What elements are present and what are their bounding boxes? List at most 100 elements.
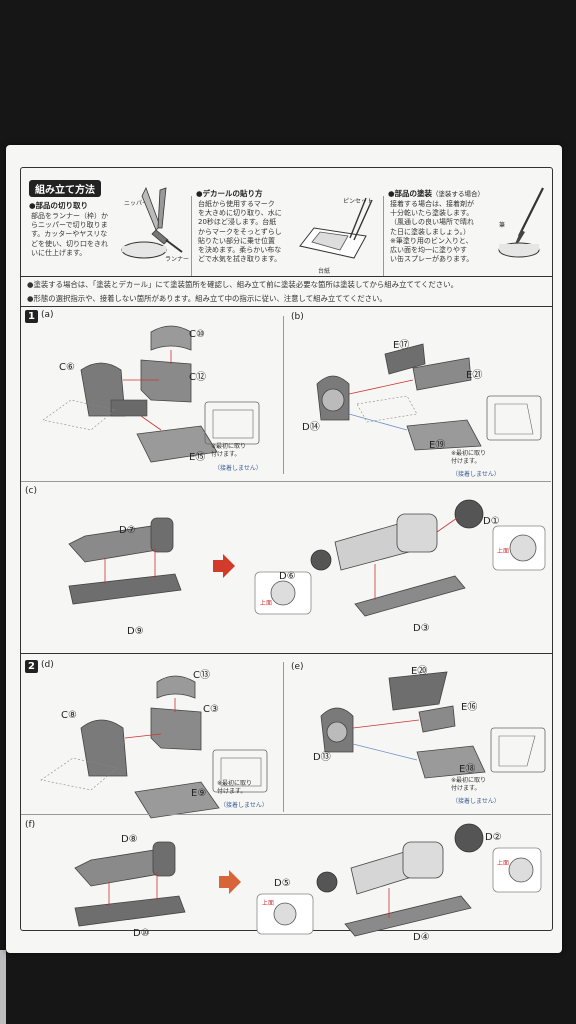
- part-D13: D⑬: [313, 752, 331, 763]
- panel-a-note-blue: （接着しません）: [214, 465, 262, 472]
- part-E17: E⑰: [393, 340, 410, 351]
- note-line: ※最初に取り: [211, 443, 247, 450]
- part-E19: E⑲: [429, 440, 446, 451]
- part-D10: D⑩: [133, 928, 150, 939]
- page-frame: 組み立て方法 ●部品の切り取り 部品をランナー（枠）か らニッパーで切り取りま …: [20, 167, 553, 943]
- decal-line: 20秒ほど浸します。台紙: [198, 218, 277, 227]
- note-line: ※最初に取り: [451, 777, 487, 784]
- divider: [383, 196, 384, 276]
- divider: [21, 814, 551, 815]
- painting-note: ●塗装する場合は、「塗装とデカール」にて塗装箇所を確認し、組み立て前に塗装必要な…: [27, 280, 458, 289]
- brush-label: 筆: [499, 222, 506, 229]
- painting-heading: ●部品の塗装（塗装する場合）: [388, 188, 484, 199]
- part-E15: E⑮: [189, 452, 206, 463]
- decal-line: 台紙から使用するマーク: [198, 200, 275, 208]
- part-C12: C⑫: [189, 372, 206, 383]
- top-label-f-right: 上面: [497, 860, 510, 867]
- note-line: ※最初に取り: [217, 780, 253, 787]
- part-C13: C⑬: [193, 670, 210, 681]
- form-note: ●形態の選択指示や、接着しない箇所があります。組み立て中の指示に従い、注意して組…: [27, 294, 387, 303]
- nipper-illustration: [121, 186, 183, 259]
- painting-heading-text: ●部品の塗装: [388, 189, 433, 198]
- decal-line: からマークをそっとずらし: [198, 227, 282, 236]
- panel-b-note: ※最初に取り 付けます。: [451, 450, 486, 466]
- runner-label: ランナー: [165, 256, 190, 263]
- top-label-f-left: 上面: [262, 900, 275, 907]
- painting-text: 接着する場合は、接着剤が 十分乾いたら塗装します。 （風通しの良い場所で晴れ た…: [390, 200, 474, 264]
- step-1-number: 1: [25, 310, 38, 323]
- adjacent-page-edge: [0, 950, 6, 1024]
- cutting-line: す。カッターやヤスリな: [31, 230, 108, 239]
- part-D4: D④: [413, 932, 430, 943]
- decal-line: を大きめに切り取り、水に: [198, 209, 282, 218]
- part-D1: D①: [483, 516, 500, 527]
- assembly-method-title: 組み立て方法: [29, 180, 101, 197]
- decal-heading: ●デカールの貼り方: [196, 189, 263, 198]
- nipper-label: ニッパー: [124, 200, 149, 207]
- panel-c-id: (c): [25, 486, 37, 496]
- painting-line: 十分乾いたら塗装します。: [390, 209, 474, 218]
- part-E16: E⑯: [461, 702, 478, 713]
- part-C10: C⑩: [189, 329, 205, 340]
- part-E20: E⑳: [411, 666, 428, 677]
- part-C8: C⑧: [61, 710, 77, 721]
- note-line: 付けます。: [451, 785, 481, 792]
- panel-e-diagram: [320, 671, 546, 779]
- divider: [283, 662, 284, 812]
- part-D7: D⑦: [119, 525, 136, 536]
- panel-e-note: ※最初に取り 付けます。: [451, 777, 486, 793]
- decal-line: 貼りたい部分に乗せ位置: [198, 236, 275, 245]
- part-D2: D②: [485, 832, 502, 843]
- panel-e-id: (e): [291, 662, 304, 672]
- panel-a-diagram: [42, 325, 260, 463]
- part-D3: D③: [413, 623, 430, 634]
- top-label-c-left: 上面: [260, 600, 273, 607]
- backing-label: 台紙: [318, 268, 331, 275]
- painting-line: （風通しの良い場所で晴れ: [390, 218, 474, 227]
- section-rule: [21, 306, 552, 307]
- painting-line: ※筆塗り用のビン入りと、: [390, 236, 473, 245]
- painting-line: い缶スプレーがあります。: [390, 255, 474, 264]
- decal-line: を決めます。柔らかい布な: [198, 246, 282, 255]
- cutting-line: らニッパーで切り取りま: [31, 221, 108, 230]
- panel-f-id: (f): [25, 820, 36, 830]
- part-D14: D⑭: [302, 422, 320, 433]
- part-C3: C③: [203, 704, 219, 715]
- part-D6: D⑥: [279, 571, 296, 582]
- note-line: 付けます。: [217, 788, 247, 795]
- top-label-c-right: 上面: [497, 548, 510, 555]
- part-E18: E⑱: [459, 764, 476, 775]
- cutting-line: どを使い、切り口をきれ: [31, 239, 108, 248]
- panel-a-id: (a): [41, 310, 54, 320]
- panel-b-id: (b): [291, 312, 304, 322]
- note-line: ※最初に取り: [451, 450, 487, 457]
- panel-c-diagram: [68, 499, 546, 617]
- cutting-line: 部品をランナー（枠）か: [31, 212, 108, 220]
- part-D8: D⑧: [121, 834, 138, 845]
- panel-d-id: (d): [41, 660, 54, 670]
- painting-line: 接着する場合は、接着剤が: [390, 200, 474, 208]
- divider: [283, 316, 284, 474]
- divider: [191, 196, 192, 276]
- painting-line: 広い面を均一に塗りやす: [390, 246, 467, 255]
- panel-b-diagram: [316, 343, 542, 451]
- note-line: 付けます。: [451, 458, 481, 465]
- painting-line: た日に塗装しましょう。）: [390, 227, 471, 236]
- decal-text: 台紙から使用するマーク を大きめに切り取り、水に 20秒ほど浸します。台紙 から…: [198, 200, 282, 264]
- section-rule: [21, 653, 552, 654]
- panel-d-note-blue: （接着しません）: [220, 802, 268, 809]
- instruction-page: 組み立て方法 ●部品の切り取り 部品をランナー（枠）か らニッパーで切り取りま …: [6, 145, 562, 953]
- panel-f-diagram: [74, 823, 542, 937]
- part-D5: D⑤: [274, 878, 291, 889]
- cutting-line: いに仕上げます。: [31, 248, 87, 257]
- panel-e-note-blue: （接着しません）: [452, 798, 500, 805]
- divider: [21, 481, 551, 482]
- panel-d-diagram: [40, 675, 268, 819]
- decal-line: どで水気を拭き取ります。: [198, 255, 282, 264]
- cutting-heading: ●部品の切り取り: [29, 201, 89, 210]
- section-rule: [21, 276, 552, 277]
- part-C6: C⑥: [59, 362, 75, 373]
- cutting-text: 部品をランナー（枠）か らニッパーで切り取りま す。カッターやヤスリな どを使い…: [31, 212, 108, 258]
- panel-b-note-blue: （接着しません）: [452, 471, 500, 478]
- brush-illustration: [498, 187, 544, 258]
